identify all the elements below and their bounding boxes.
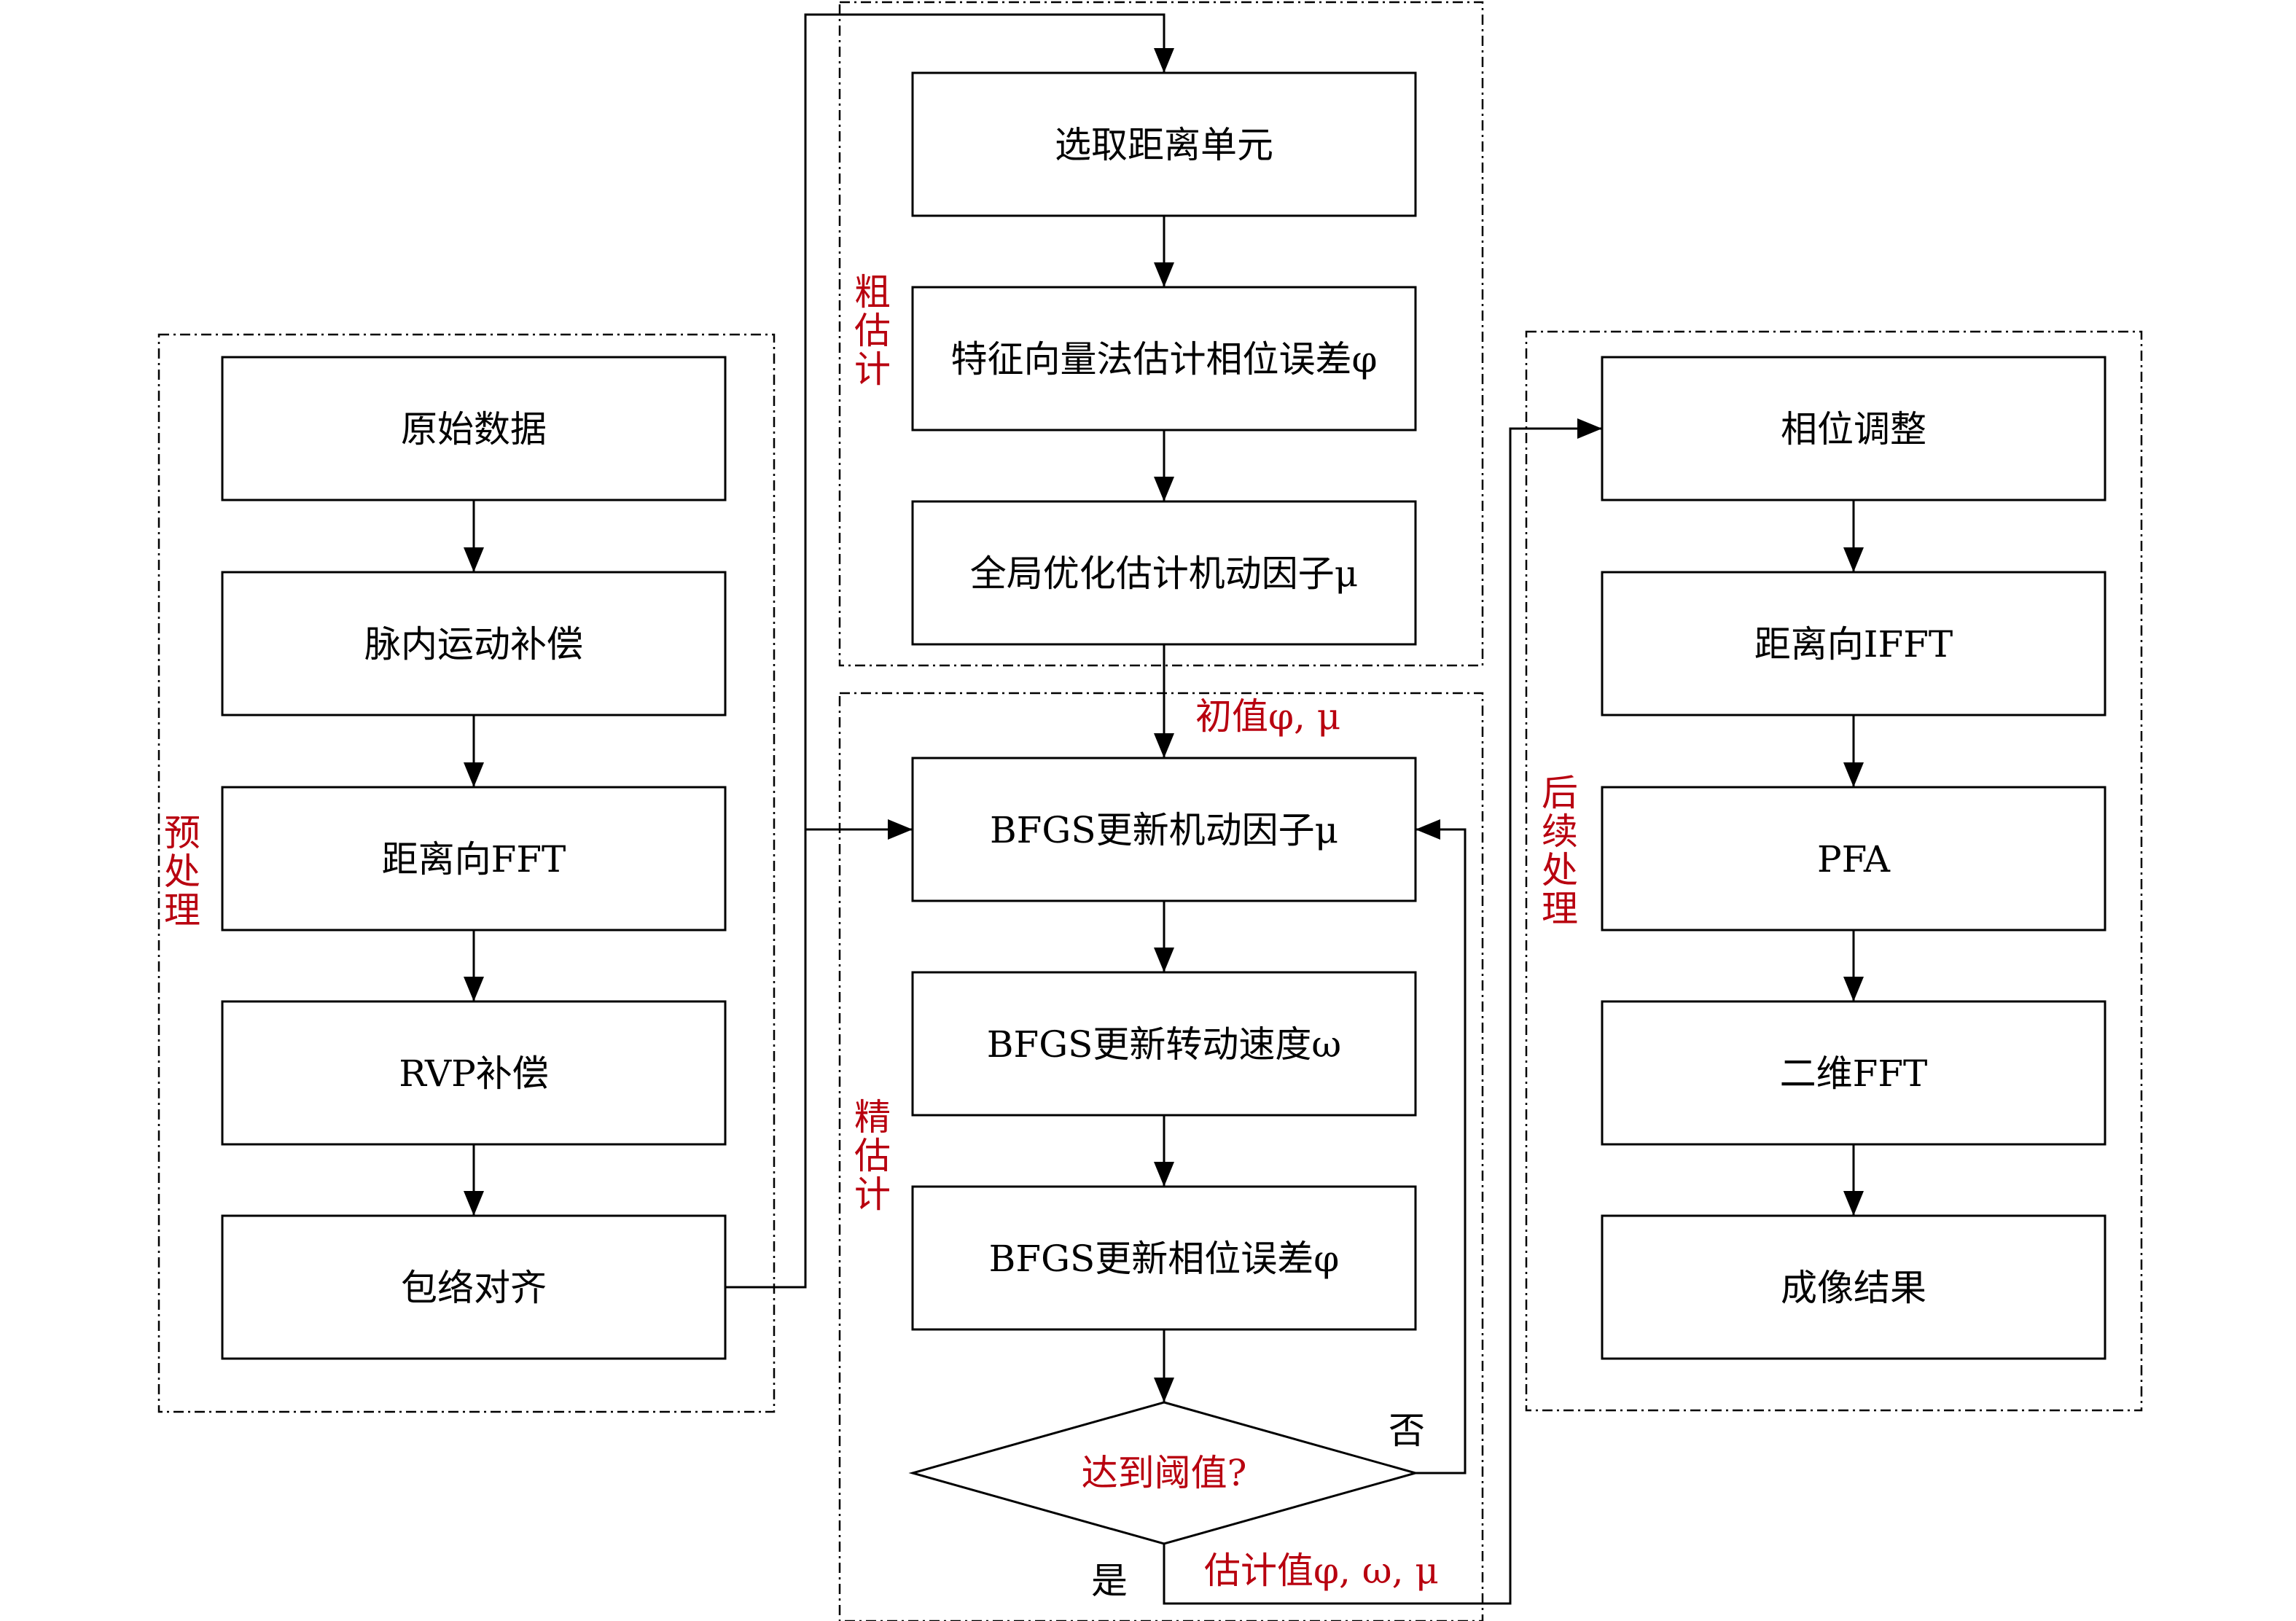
coarse-group-frame bbox=[838, 1, 1484, 667]
initial-value-label: 初值φ, μ bbox=[1195, 695, 1340, 738]
select-range-cell-box: 选取距离单元 bbox=[911, 71, 1417, 217]
eigenvector-phase-error-box: 特征向量法估计相位误差φ bbox=[911, 286, 1417, 431]
range-ifft-box: 距离向IFFT bbox=[1601, 571, 2106, 716]
svg-text:BFGS更新转动速度ω: BFGS更新转动速度ω bbox=[987, 1023, 1341, 1066]
phase-adjustment-box: 相位调整 bbox=[1601, 356, 2106, 501]
svg-text:理: 理 bbox=[1542, 888, 1578, 930]
svg-text:达到阈值?: 达到阈值? bbox=[1082, 1452, 1247, 1494]
svg-text:原始数据: 原始数据 bbox=[401, 408, 547, 450]
svg-text:相位调整: 相位调整 bbox=[1781, 408, 1926, 450]
svg-text:脉内运动补偿: 脉内运动补偿 bbox=[364, 623, 583, 665]
svg-text:续: 续 bbox=[1542, 810, 1578, 853]
svg-text:预: 预 bbox=[164, 812, 200, 854]
svg-text:PFA: PFA bbox=[1817, 838, 1891, 880]
svg-text:计: 计 bbox=[854, 348, 891, 391]
yes-label: 是 bbox=[1091, 1560, 1128, 1602]
threshold-decision-diamond: 达到阈值? bbox=[908, 1401, 1420, 1545]
svg-text:后: 后 bbox=[1542, 772, 1578, 814]
imaging-result-box: 成像结果 bbox=[1601, 1214, 2106, 1360]
svg-text:粗: 粗 bbox=[854, 271, 891, 313]
fft2d-box: 二维FFT bbox=[1601, 1000, 2106, 1146]
svg-text:RVP补偿: RVP补偿 bbox=[399, 1052, 549, 1095]
svg-text:距离向IFFT: 距离向IFFT bbox=[1754, 623, 1953, 665]
svg-text:BFGS更新机动因子μ: BFGS更新机动因子μ bbox=[990, 809, 1338, 851]
svg-text:选取距离单元: 选取距离单元 bbox=[1055, 124, 1273, 166]
range-fft-box: 距离向FFT bbox=[221, 786, 727, 931]
preprocess-group-label: 预 处 理 bbox=[164, 812, 200, 931]
intra-pulse-compensation-box: 脉内运动补偿 bbox=[221, 571, 727, 716]
svg-text:成像结果: 成像结果 bbox=[1781, 1267, 1926, 1309]
envelope-alignment-box: 包络对齐 bbox=[221, 1214, 727, 1360]
global-optimization-mu-box: 全局优化估计机动因子μ bbox=[911, 500, 1417, 646]
arrow-threshold-no-loop bbox=[1416, 819, 1467, 1474]
svg-text:全局优化估计机动因子μ: 全局优化估计机动因子μ bbox=[970, 552, 1359, 595]
bfgs-mu-box: BFGS更新机动因子μ bbox=[911, 757, 1417, 902]
rvp-compensation-box: RVP补偿 bbox=[221, 1000, 727, 1146]
svg-text:二维FFT: 二维FFT bbox=[1780, 1052, 1928, 1095]
svg-text:距离向FFT: 距离向FFT bbox=[382, 838, 566, 880]
svg-text:精: 精 bbox=[854, 1096, 891, 1138]
arrow-threshold-yes-to-phase-adjust bbox=[1163, 418, 1602, 1605]
svg-text:处: 处 bbox=[1542, 849, 1578, 891]
bfgs-phi-box: BFGS更新相位误差φ bbox=[911, 1185, 1417, 1331]
arrow-envelope-to-select-cell bbox=[725, 13, 1174, 1289]
svg-text:估: 估 bbox=[854, 1135, 891, 1177]
fine-group-frame bbox=[838, 692, 1484, 1621]
svg-text:包络对齐: 包络对齐 bbox=[401, 1267, 547, 1309]
svg-text:BFGS更新相位误差φ: BFGS更新相位误差φ bbox=[989, 1238, 1340, 1280]
svg-text:理: 理 bbox=[164, 889, 200, 931]
bfgs-omega-box: BFGS更新转动速度ω bbox=[911, 971, 1417, 1117]
post-group-frame bbox=[1525, 330, 2143, 1412]
fine-group-label: 精 估 计 bbox=[854, 1096, 891, 1216]
svg-text:特征向量法估计相位误差φ: 特征向量法估计相位误差φ bbox=[950, 338, 1377, 380]
no-label: 否 bbox=[1389, 1410, 1425, 1452]
pfa-box: PFA bbox=[1601, 786, 2106, 931]
svg-text:估: 估 bbox=[854, 310, 891, 352]
estimate-value-label: 估计值φ, ω, μ bbox=[1204, 1550, 1439, 1592]
svg-text:计: 计 bbox=[854, 1173, 891, 1216]
post-group-label: 后 续 处 理 bbox=[1542, 772, 1578, 930]
svg-text:处: 处 bbox=[164, 851, 200, 893]
coarse-group-label: 粗 估 计 bbox=[854, 271, 891, 391]
raw-data-box: 原始数据 bbox=[221, 356, 727, 501]
